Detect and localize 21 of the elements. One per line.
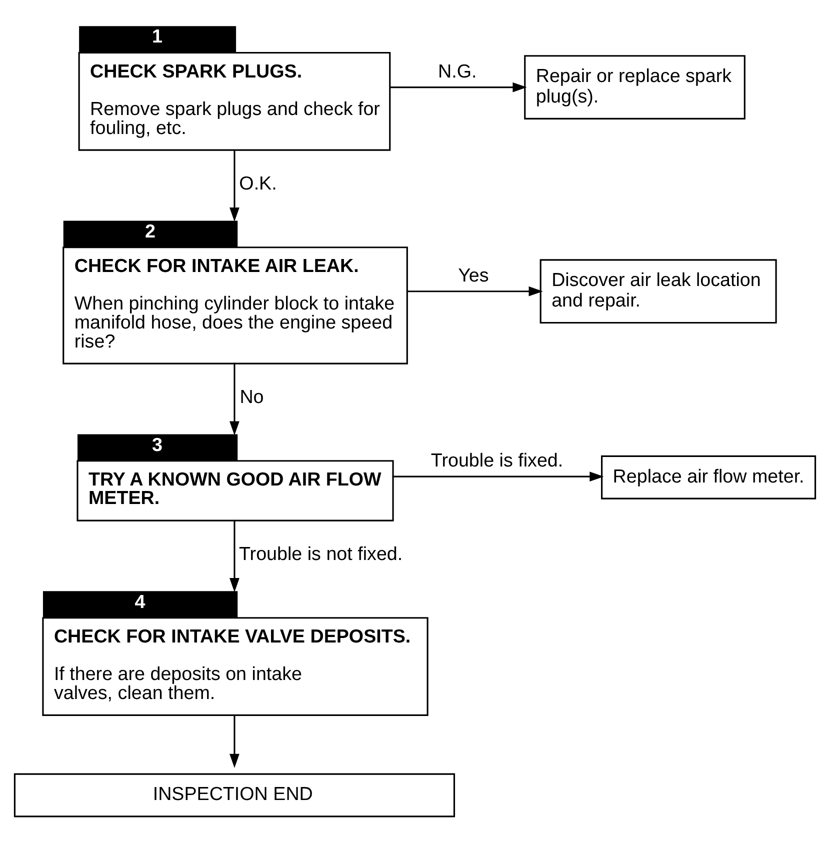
- edge-label: No: [240, 386, 264, 407]
- node-box: Discover air leak location and repair.: [540, 259, 777, 324]
- arrow: [406, 286, 543, 296]
- arrow: [230, 714, 240, 768]
- node-box: Repair or replace spark plug(s).: [524, 55, 746, 120]
- edge-label: Yes: [458, 264, 489, 286]
- node-label: 4: [134, 590, 146, 612]
- node-label: 1: [152, 26, 163, 47]
- node-box: INSPECTION END: [14, 773, 456, 818]
- node-label: 3: [152, 434, 163, 455]
- edge-label: N.G.: [438, 60, 477, 82]
- arrow: [392, 472, 604, 482]
- node-box: Replace air flow meter.: [601, 455, 816, 500]
- arrow: [230, 362, 240, 436]
- arrow: [230, 520, 240, 592]
- arrow: [390, 82, 527, 92]
- edge-label: Trouble is not fixed.: [239, 542, 403, 564]
- edge-label: Trouble is fixed.: [430, 450, 564, 471]
- arrow: [230, 150, 240, 222]
- edge-label: O.K.: [239, 172, 277, 194]
- node-label: 2: [145, 220, 156, 242]
